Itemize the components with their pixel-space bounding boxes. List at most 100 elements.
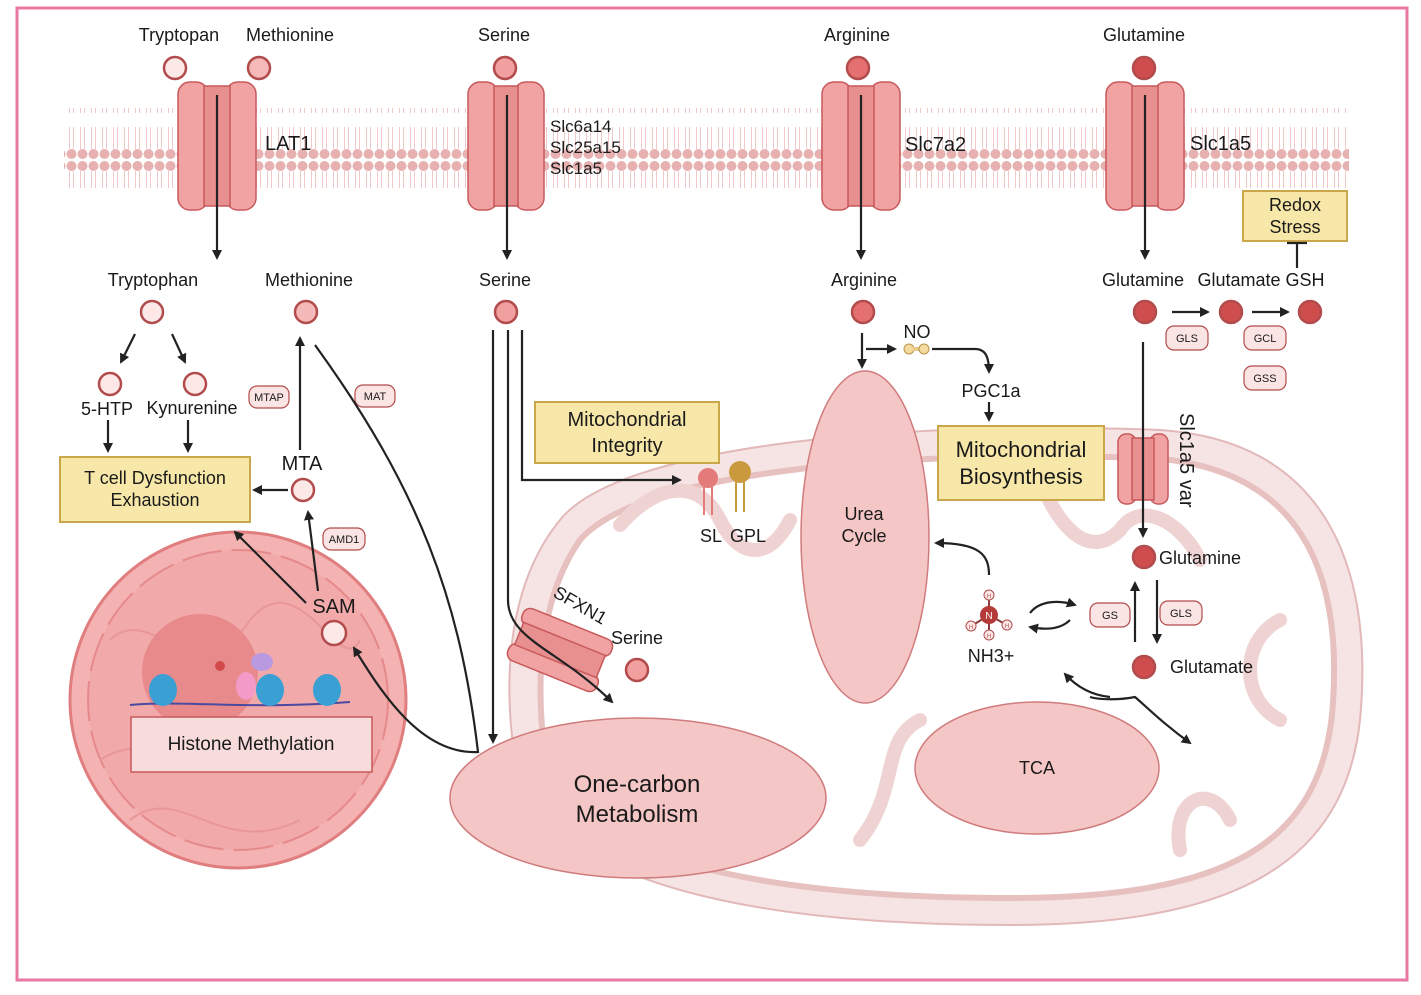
arrow-serine-sfxn1 (506, 330, 614, 704)
serine-ext-molecule (492, 55, 518, 81)
enzyme-gls-badge (1165, 325, 1209, 351)
gss-label: GSS (1253, 373, 1276, 385)
tcell-label-1: T cell Dysfunction (84, 468, 226, 488)
ext-tryptophan-label: Tryptopan (139, 25, 219, 45)
one-carbon-label-2: Metabolism (576, 801, 699, 828)
enzyme-mat-badge (354, 384, 396, 408)
ammonia-n-label: N (985, 611, 992, 622)
transporter-slc7a2 (821, 81, 901, 211)
enzyme-gs-badge (1089, 602, 1131, 628)
mito-biosynthesis-label-1: Mitochondrial (956, 437, 1087, 462)
gsh-molecule (1297, 299, 1323, 325)
arrow-glu-tca (1089, 695, 1192, 745)
sl-label: SL (700, 526, 722, 546)
5htp-molecule (97, 371, 123, 397)
enzyme-gss-badge (1243, 365, 1287, 391)
ammonia-molecule-icon (965, 589, 1013, 641)
ammonia-h4-label: H (987, 634, 991, 640)
gpl-lipid-icon (729, 461, 751, 512)
slc7a2-label: Slc7a2 (905, 134, 966, 156)
sam-molecule (320, 619, 348, 647)
ammonia-h1-label: H (987, 594, 991, 600)
ammonia-h3-label: H (1005, 624, 1009, 630)
arginine-molecule (850, 299, 876, 325)
redox-label-1: Redox (1269, 195, 1321, 215)
mito-integrity-label-1: Mitochondrial (568, 409, 687, 431)
transporter-sfxn1 (506, 607, 614, 693)
arrow-sam-tcell (233, 530, 307, 604)
lat1-label: LAT1 (265, 133, 311, 155)
mito-biosynthesis-label-2: Biosynthesis (959, 464, 1083, 489)
sam-label: SAM (312, 596, 355, 618)
arrow-nh3-urea (934, 538, 991, 576)
gs-label: GS (1102, 610, 1118, 622)
mta-label: MTA (282, 453, 323, 475)
mtap-label: MTAP (254, 392, 284, 404)
glutamine-ext-molecule (1131, 55, 1157, 81)
tryptophan-molecule (139, 299, 165, 325)
tca-label: TCA (1019, 758, 1055, 778)
slc25a15-label: Slc25a15 (550, 138, 621, 157)
glutamine-molecule (1132, 299, 1158, 325)
one-carbon-label-1: One-carbon (574, 771, 701, 798)
urea-label-2: Cycle (841, 526, 886, 546)
mitochondrial-biosynthesis-box (937, 425, 1105, 501)
mitochondrial-integrity-box (534, 401, 720, 464)
arrow-met-onecarbon-sam (314, 344, 480, 754)
nh3-label: NH3+ (968, 646, 1015, 666)
mito-serine-molecule (624, 657, 650, 683)
gls-label: GLS (1176, 333, 1198, 345)
slc1a5-var-label: Slc1a5 var (1175, 413, 1197, 508)
methionine-label: Methionine (265, 270, 353, 290)
5htp-label: 5-HTP (81, 399, 133, 419)
tryptophan-ext-molecule (162, 55, 188, 81)
glutamine-label: Glutamine (1102, 270, 1184, 290)
ext-glutamine-label: Glutamine (1103, 25, 1185, 45)
ext-methionine-label: Methionine (246, 25, 334, 45)
gpl-label: GPL (730, 526, 766, 546)
tcell-label-2: Exhaustion (110, 490, 199, 510)
one-carbon-ellipse (449, 717, 827, 879)
arrow-gs-nh3 (1028, 619, 1071, 634)
enzyme-gls-mito-badge (1159, 600, 1203, 626)
mito-glutamate-molecule (1131, 654, 1157, 680)
arrow-trp-5htp (120, 333, 136, 364)
urea-label-1: Urea (844, 504, 884, 524)
kynurenine-molecule (182, 371, 208, 397)
mito-serine-label: Serine (611, 628, 663, 648)
gcl-label: GCL (1254, 333, 1277, 345)
kynurenine-label: Kynurenine (146, 398, 237, 418)
transporter-lat1 (177, 81, 257, 211)
arginine-label: Arginine (831, 270, 897, 290)
mta-molecule (290, 477, 316, 503)
arrow-sam-mta (304, 510, 320, 592)
slc1a5-serine-label: Slc1a5 (550, 159, 602, 178)
methionine-ext-molecule (246, 55, 272, 81)
tcell-dysfunction-box (59, 456, 251, 523)
glutamate-label: Glutamate (1197, 270, 1280, 290)
serine-label: Serine (479, 270, 531, 290)
glutamate-molecule (1218, 299, 1244, 325)
tca-ellipse (914, 701, 1160, 835)
ext-arginine-label: Arginine (824, 25, 890, 45)
tryptophan-label: Tryptophan (108, 270, 198, 290)
slc6a14-label: Slc6a14 (550, 117, 611, 136)
mat-label: MAT (364, 391, 387, 403)
enzyme-gcl-badge (1243, 325, 1287, 351)
sl-lipid-icon (698, 468, 718, 515)
arrow-serine-lipids (520, 330, 682, 485)
gls-mito-label: GLS (1170, 608, 1192, 620)
amd1-label: AMD1 (329, 534, 360, 546)
mito-glutamine-label: Glutamine (1159, 548, 1241, 568)
mito-integrity-label-2: Integrity (591, 435, 662, 457)
arrow-no-pgc1a (932, 347, 994, 374)
gsh-label: GSH (1285, 270, 1324, 290)
enzyme-amd1-badge (322, 527, 366, 551)
histone-methylation-label: Histone Methylation (168, 734, 335, 755)
serine-molecule (493, 299, 519, 325)
arrow-nh3-gs (1029, 597, 1077, 614)
mito-glutamate-label: Glutamate (1170, 657, 1253, 677)
no-label: NO (904, 322, 931, 342)
redox-stress-box (1242, 190, 1348, 242)
